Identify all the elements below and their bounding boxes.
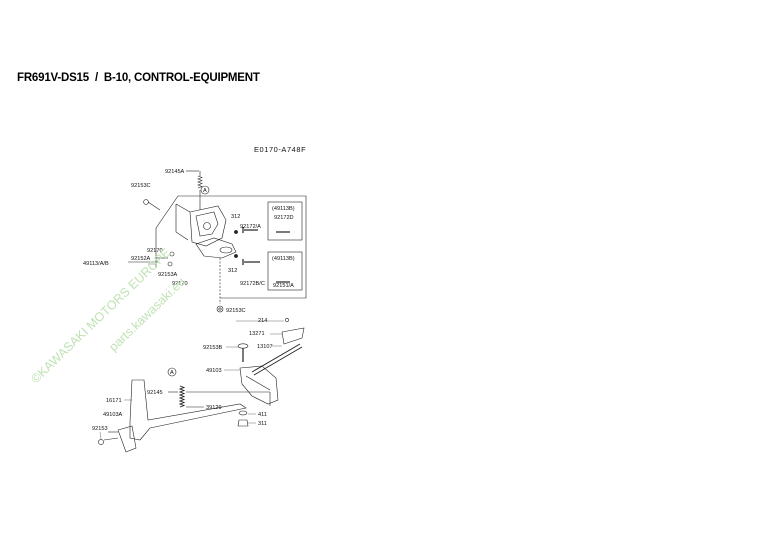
label-92172d: 92172D (274, 215, 294, 221)
governor-lever-inner (195, 211, 219, 237)
pivot-plate (195, 237, 237, 259)
label-311: 311 (258, 421, 267, 427)
pin-92170-b (167, 261, 173, 267)
box-49113b-upper (267, 201, 303, 241)
label-92153b: 92153B (203, 345, 223, 351)
label-49103a: 49103A (103, 412, 123, 418)
governor-lever (189, 205, 227, 247)
label-312-b: 312 (228, 268, 237, 274)
washer-92153c-hole (218, 307, 222, 311)
label-49113ab: 49113/A/B (83, 261, 109, 267)
bolt-92153b (237, 343, 249, 362)
pin-214 (285, 318, 289, 322)
label-92170-a: 92170 (147, 248, 163, 254)
label-92145a: 92145A (165, 169, 185, 175)
cable-13107 (251, 343, 301, 373)
label-49113b-b: (49113B) (272, 256, 295, 262)
spring-92145a (197, 171, 203, 210)
screw-92172a (242, 227, 258, 233)
label-92153a: 92153A (158, 272, 178, 278)
screw-92172bc (242, 259, 260, 265)
diagram-code: E0170-A748F (254, 145, 306, 154)
label-92145: 92145 (147, 390, 163, 396)
svg-text:A: A (170, 370, 174, 376)
ref-mark-a-bottom: A (167, 367, 177, 377)
lever-end-49103a (117, 425, 137, 453)
ref-mark-a-top: A (200, 185, 210, 195)
bolt-92153 (98, 439, 104, 445)
lower-assembly (98, 318, 305, 453)
label-92152a: 92152A (131, 256, 151, 262)
label-leaders (99, 263, 284, 440)
label-92153: 92153 (92, 426, 108, 432)
label-92172bc: 92172B/C (240, 281, 265, 287)
washer-411 (238, 410, 248, 416)
watermark-line2: parts.kawasaki.eu (106, 275, 188, 355)
nut-311 (237, 419, 249, 427)
part-labels: 92145A 92153C 312 92172/A (49113B) 92172… (83, 169, 295, 432)
pin-92170-a (169, 251, 175, 257)
upper-assembly (128, 170, 307, 313)
label-13107: 13107 (257, 344, 273, 350)
label-312-a: 312 (231, 214, 240, 220)
label-49103: 49103 (206, 368, 222, 374)
lever-bracket-49103 (239, 365, 279, 405)
washer-92153c (216, 305, 224, 313)
bolt-92153c-top (143, 199, 149, 205)
lever-arm (175, 203, 191, 241)
page-title: FR691V-DS15 / B-10, CONTROL-EQUIPMENT (17, 72, 260, 84)
upper-frame (155, 195, 307, 299)
label-92170-b: 92170 (172, 281, 188, 287)
leader-92153c-top (147, 201, 161, 211)
nut-312-a (234, 230, 238, 234)
label-39129: 39129 (206, 405, 222, 411)
plate-13271 (281, 327, 305, 345)
label-411: 411 (258, 412, 267, 418)
lever-pivot (203, 222, 211, 230)
label-92153c-bottom: 92153C (226, 308, 246, 314)
label-92151a: 92151/A (273, 283, 294, 289)
svg-text:A: A (203, 188, 207, 194)
spring-92145 (178, 385, 186, 408)
label-92153c-top: 92153C (131, 183, 151, 189)
control-lever (129, 379, 247, 441)
label-92172a: 92172/A (240, 224, 261, 230)
label-13271: 13271 (249, 331, 265, 337)
nut-312-b (234, 254, 238, 258)
pivot-hole (219, 246, 233, 254)
box-49113b-lower (267, 251, 303, 291)
label-49113b-a: (49113B) (272, 206, 295, 212)
label-16171: 16171 (106, 398, 122, 404)
